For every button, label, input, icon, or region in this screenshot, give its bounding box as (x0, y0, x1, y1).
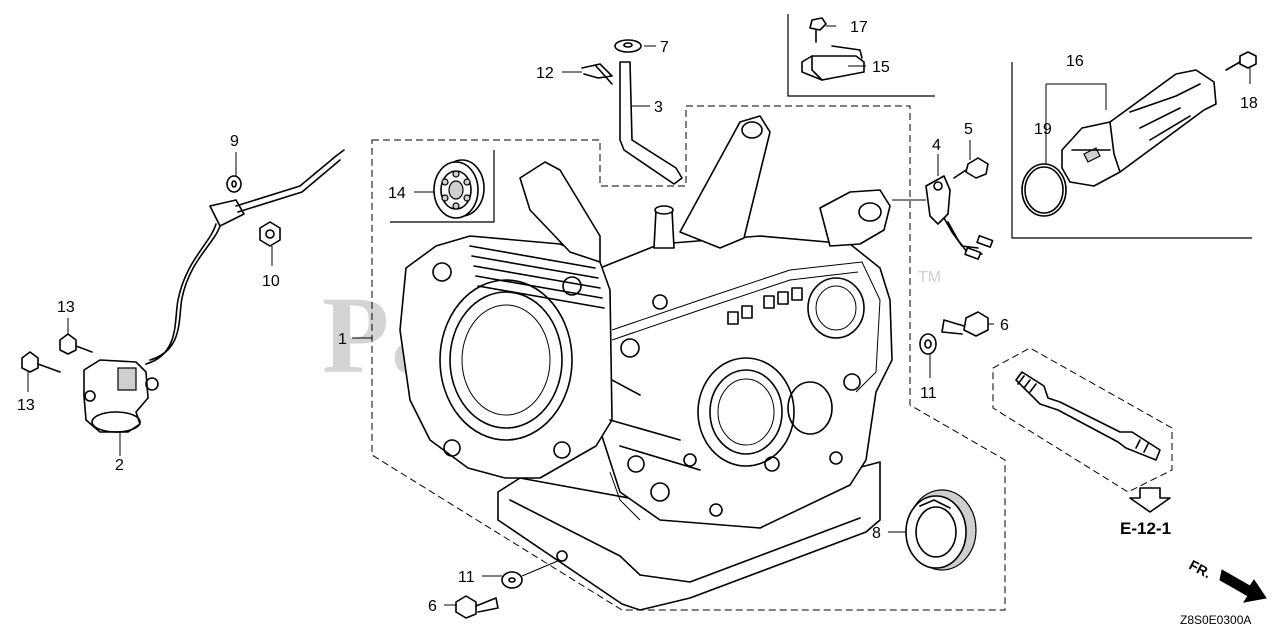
callout-4: 4 (932, 137, 941, 154)
diagram-code: Z8S0E0300A (1180, 613, 1251, 627)
part-17-bolt (809, 17, 827, 43)
callout-6-right: 6 (1000, 317, 1009, 334)
part-11-washer-right (919, 333, 937, 355)
reference-label: E-12-1 (1120, 519, 1171, 538)
reference-e-12-1: E-12-1 (1120, 487, 1171, 538)
callout-18: 18 (1240, 95, 1258, 112)
part-18-bolt (1225, 51, 1257, 71)
part-6-bolt-lower (455, 595, 499, 619)
part-7-washer (614, 39, 642, 53)
part-2-switch-assembly (83, 149, 345, 433)
callout-15: 15 (872, 59, 890, 76)
callout-17: 17 (850, 19, 868, 36)
part-11-washer-lower (501, 571, 523, 589)
part-16-oil-filler-cap (1061, 69, 1217, 187)
part-6-bolt-right (941, 311, 989, 337)
callout-13-lower: 13 (17, 397, 35, 414)
callout-19: 19 (1034, 121, 1052, 138)
part-9-washer (226, 175, 242, 193)
part-19-o-ring (1021, 163, 1067, 217)
watermark-trademark: TM (918, 269, 941, 286)
part-12-pin-clip (581, 63, 613, 85)
group-frames (371, 14, 1252, 611)
leader-lines (27, 25, 1251, 606)
callout-2: 2 (115, 457, 124, 474)
callout-5: 5 (964, 121, 973, 138)
callout-1: 1 (338, 331, 347, 348)
callout-12: 12 (536, 65, 554, 82)
front-label: FR. (1187, 557, 1214, 582)
part-3-governor-arm (619, 61, 683, 185)
callout-11-lower: 11 (458, 569, 475, 586)
callout-8: 8 (872, 525, 881, 542)
part-13-screw-lower (21, 351, 61, 373)
callout-13-upper: 13 (57, 299, 75, 316)
stud-bolt (1015, 371, 1161, 461)
part-5-bolt (953, 157, 989, 179)
callout-11-right: 11 (920, 385, 937, 402)
callout-7: 7 (660, 39, 669, 56)
callout-9: 9 (230, 133, 239, 150)
part-13-screw-upper (59, 333, 93, 355)
part-8-oil-seal (905, 489, 977, 571)
callout-14: 14 (388, 185, 406, 202)
callout-16: 16 (1066, 53, 1084, 70)
part-14-bearing (433, 159, 485, 219)
callout-6-lower: 6 (428, 598, 437, 615)
part-10-nut (259, 221, 281, 247)
callout-3: 3 (654, 99, 663, 116)
fr-arrow-icon (1219, 569, 1267, 603)
front-direction: FR. (1187, 557, 1267, 603)
part-15-clamp (801, 45, 865, 81)
callouts: 1 2 3 4 5 6 6 7 8 9 10 11 11 12 13 13 14… (17, 19, 1258, 615)
part-4-oil-level-switch (925, 175, 994, 260)
crankcase-cylinder-block (399, 115, 893, 611)
down-arrow-icon (1129, 487, 1171, 513)
callout-10: 10 (262, 273, 280, 290)
